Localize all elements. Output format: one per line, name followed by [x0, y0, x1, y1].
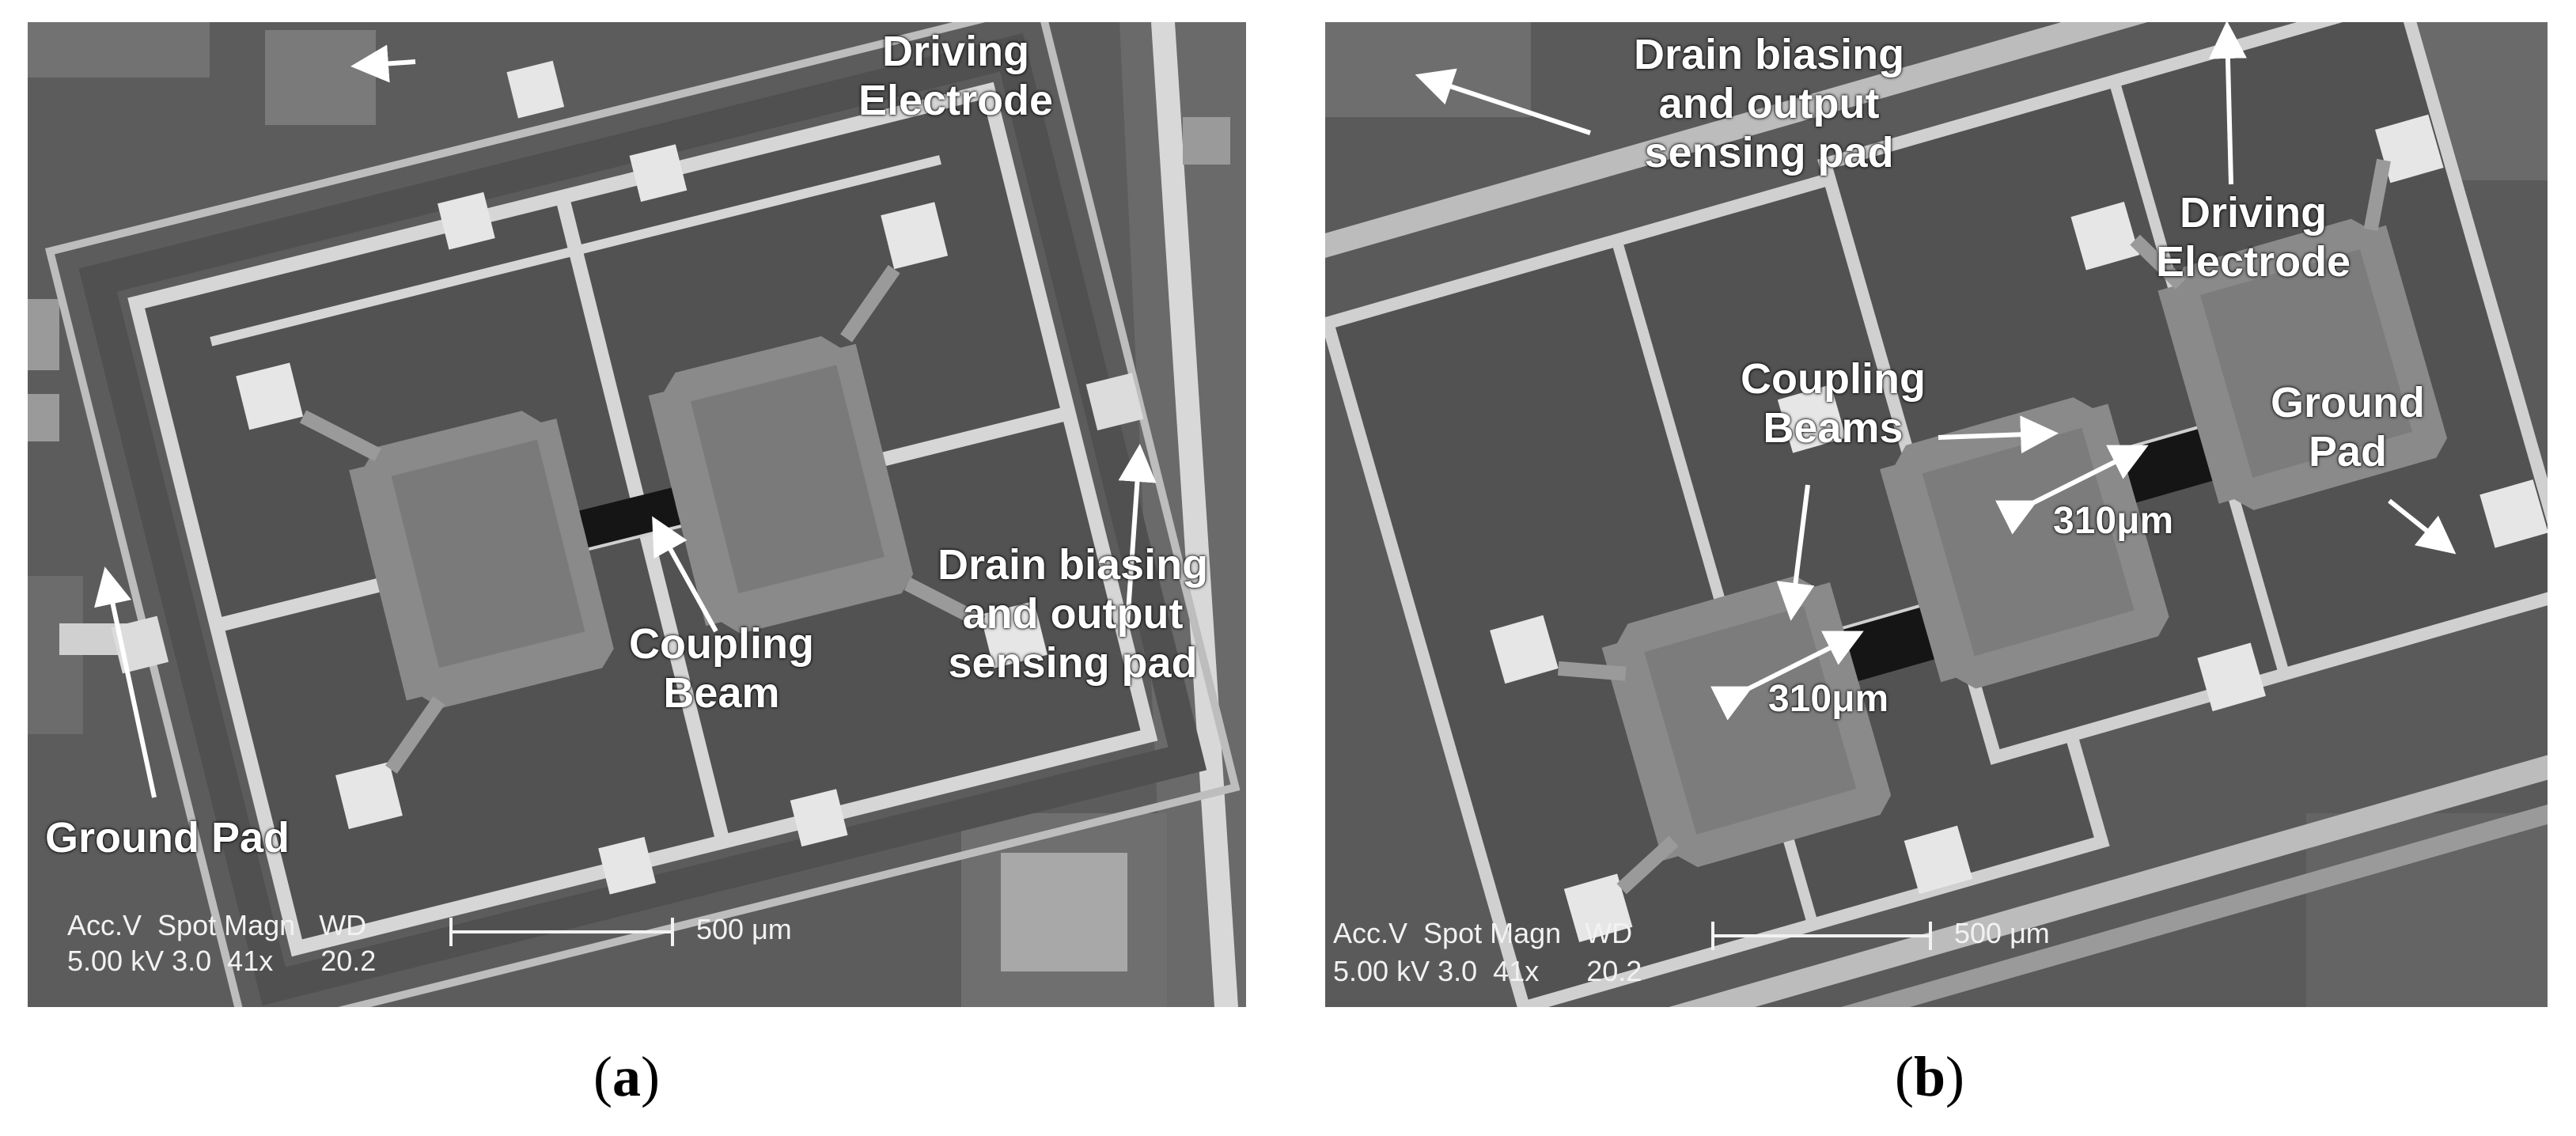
mems-resonator-micrograph-a — [28, 22, 1246, 1007]
label-dimension-310um-lower: 310μm — [1768, 678, 1889, 720]
label-dimension-310um-upper: 310μm — [2053, 500, 2174, 542]
sem-values-b: 5.00 kV 3.0 41x 20.2 — [1333, 955, 1642, 987]
label-drain-biasing-pad: Drain biasing and output sensing pad — [1634, 31, 1905, 176]
scale-label-b: 500 μm — [1954, 917, 2050, 949]
label-driving-electrode: Driving Electrode — [2156, 189, 2351, 286]
label-drain-biasing-pad: Drain biasing and output sensing pad — [938, 541, 1209, 687]
caption-a: (a) — [593, 1045, 660, 1108]
sem-image-a: Driving Electrode Drain biasing and outp… — [28, 22, 1246, 1007]
label-ground-pad: Ground Pad — [45, 814, 290, 861]
label-coupling-beams: Coupling Beams — [1741, 355, 1926, 452]
label-ground-pad: Ground Pad — [2271, 379, 2425, 475]
sem-image-b: Drain biasing and output sensing pad Dri… — [1325, 22, 2548, 1007]
label-driving-electrode: Driving Electrode — [858, 28, 1054, 124]
scale-label-a: 500 μm — [696, 913, 792, 945]
mems-resonator-micrograph-b — [1325, 22, 2548, 1007]
caption-b: (b) — [1895, 1045, 1965, 1108]
sem-info-b: Acc.V Spot Magn WD — [1333, 917, 1633, 949]
sem-info-a: Acc.V Spot Magn WD — [67, 909, 367, 941]
label-coupling-beam: Coupling Beam — [629, 620, 814, 717]
sem-values-a: 5.00 kV 3.0 41x 20.2 — [67, 945, 377, 977]
